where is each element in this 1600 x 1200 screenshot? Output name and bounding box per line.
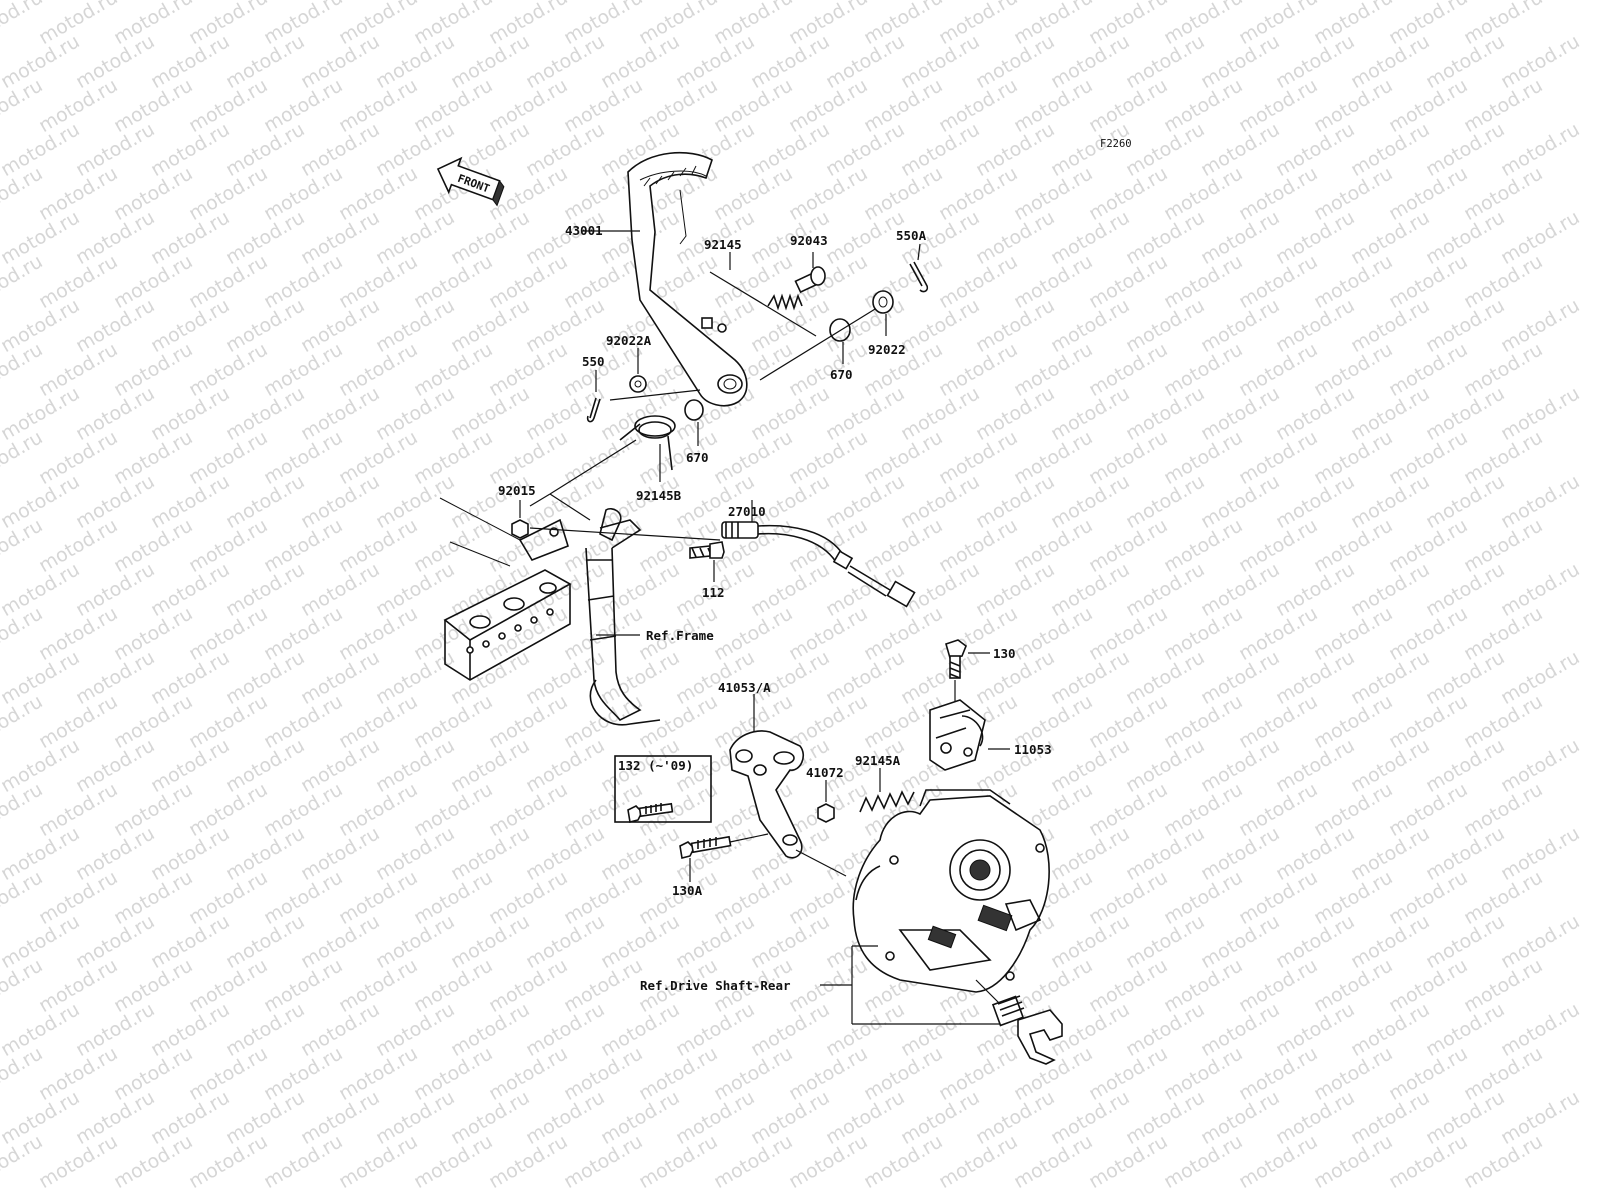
cotter-pin-550A bbox=[909, 261, 929, 293]
nut-41072 bbox=[817, 803, 835, 823]
label-550: 550 bbox=[582, 354, 605, 369]
label-ref-drive-shaft: Ref.Drive Shaft-Rear bbox=[640, 978, 791, 993]
label-670-left: 670 bbox=[686, 450, 709, 465]
nut-92015 bbox=[511, 519, 529, 539]
label-92145B: 92145B bbox=[636, 488, 682, 503]
brake-pedal bbox=[627, 151, 748, 407]
bolt-130A bbox=[679, 835, 732, 859]
label-670-right: 670 bbox=[830, 367, 853, 382]
lever-41053A bbox=[729, 730, 805, 859]
label-27010: 27010 bbox=[728, 504, 766, 519]
label-92145: 92145 bbox=[704, 237, 742, 252]
label-550A: 550A bbox=[896, 228, 927, 243]
label-92022A: 92022A bbox=[606, 333, 652, 348]
drive-shaft bbox=[975, 979, 1063, 1065]
cotter-pin-550 bbox=[586, 397, 601, 423]
label-43001: 43001 bbox=[565, 223, 603, 238]
label-92015: 92015 bbox=[498, 483, 536, 498]
frame-section bbox=[439, 497, 661, 726]
bolt-130 bbox=[945, 639, 967, 679]
label-11053: 11053 bbox=[1014, 742, 1052, 757]
front-arrow-icon: FRONT bbox=[436, 156, 505, 207]
spring-92145A bbox=[859, 790, 915, 813]
o-ring-670-left bbox=[684, 399, 704, 421]
label-92022: 92022 bbox=[868, 342, 906, 357]
washer-92022A bbox=[629, 375, 647, 393]
label-ref-frame: Ref.Frame bbox=[646, 628, 714, 643]
spring-92145B bbox=[619, 415, 676, 471]
figure-code: F2260 bbox=[1100, 138, 1132, 150]
washer-92022 bbox=[872, 290, 894, 314]
brake-switch-27010 bbox=[721, 521, 916, 608]
label-130: 130 bbox=[993, 646, 1016, 661]
label-92145A: 92145A bbox=[855, 753, 901, 768]
label-92043: 92043 bbox=[790, 233, 828, 248]
label-130A: 130A bbox=[672, 883, 703, 898]
bracket-11053 bbox=[929, 699, 986, 771]
label-112: 112 bbox=[702, 585, 725, 600]
spring-92145 bbox=[767, 293, 803, 311]
pin-92043 bbox=[794, 266, 826, 294]
bolt-132-box bbox=[614, 755, 712, 823]
bolt-112 bbox=[689, 541, 725, 559]
label-41072: 41072 bbox=[806, 765, 844, 780]
label-132: 132 (~'09) bbox=[618, 758, 693, 773]
rear-drive-housing bbox=[852, 789, 1050, 993]
o-ring-670-right bbox=[829, 318, 851, 342]
label-41053A: 41053/A bbox=[718, 680, 771, 695]
